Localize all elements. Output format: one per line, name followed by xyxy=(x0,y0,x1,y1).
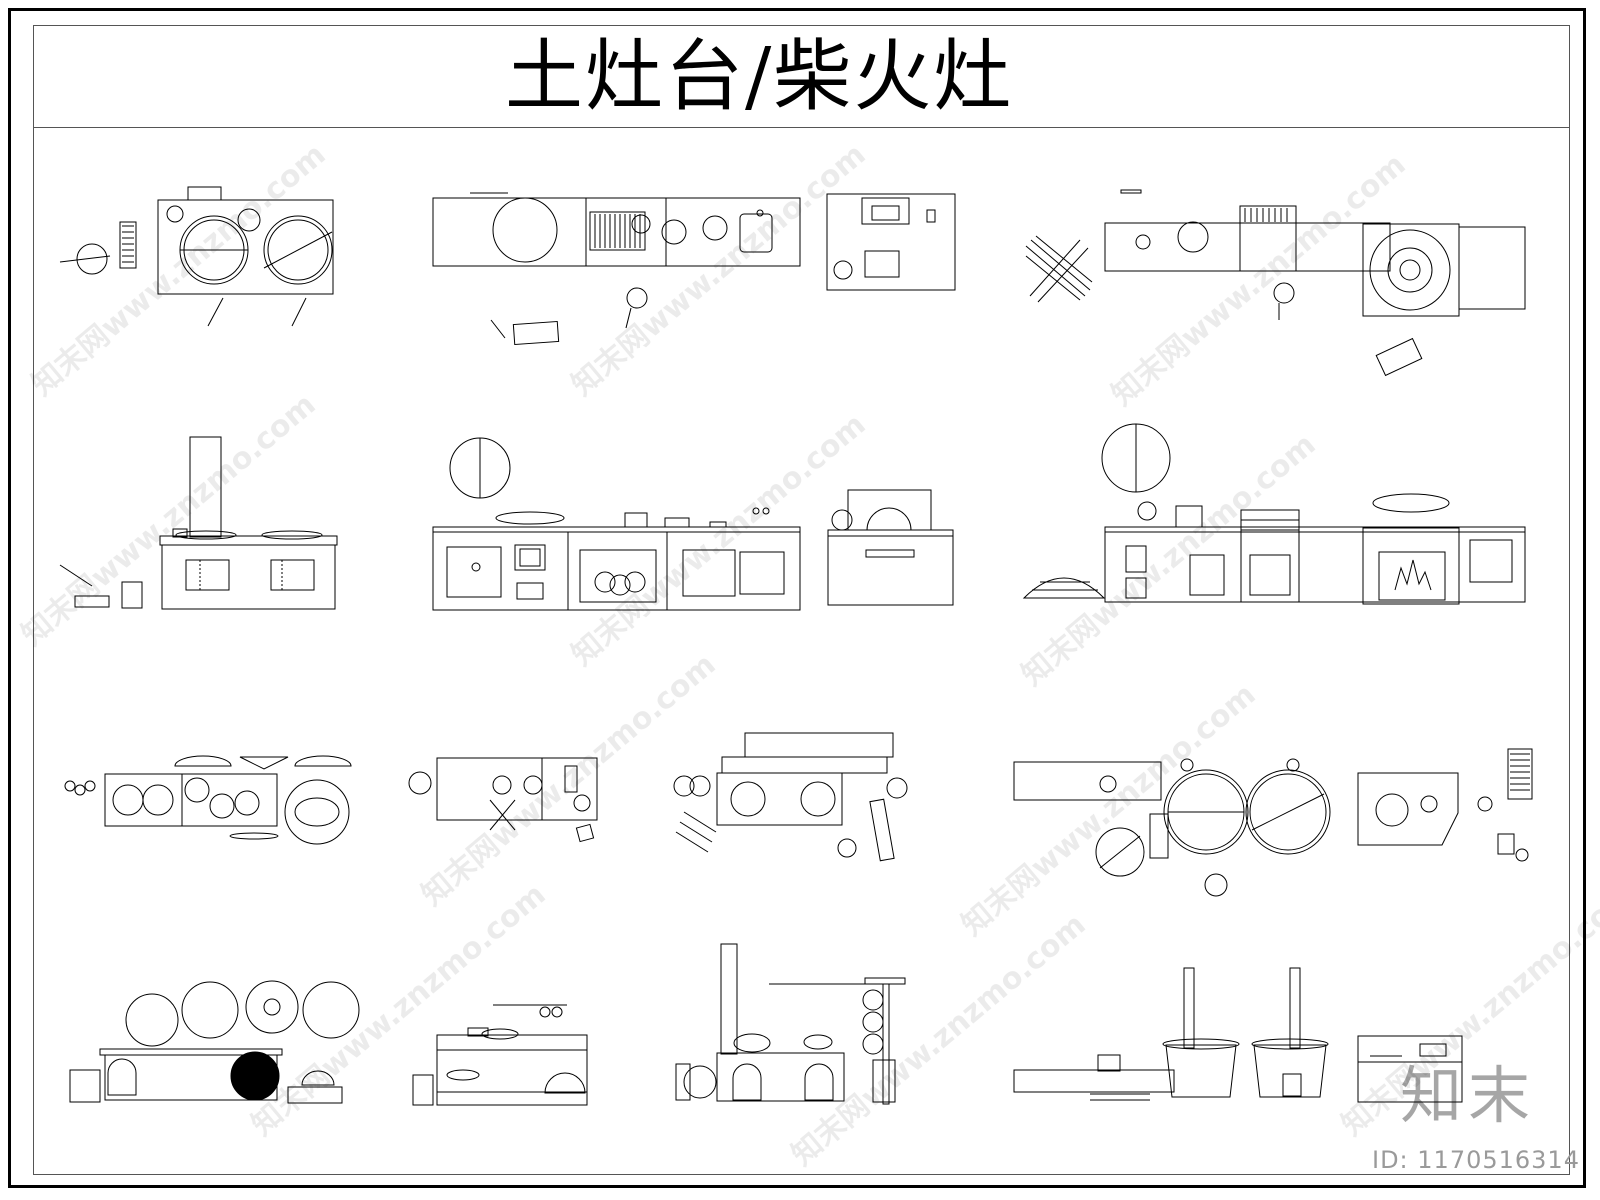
plan-compact-counter xyxy=(408,757,598,843)
page-title: 土灶台/柴火灶 xyxy=(505,32,1014,122)
plan-long-counter xyxy=(432,192,801,346)
elevation-round-rack-stove xyxy=(69,980,360,1104)
inner-frame xyxy=(33,25,1570,1175)
firewood-bundle-icon xyxy=(1025,235,1093,303)
elevation-shelf-counter xyxy=(412,1004,588,1106)
elevation-clay-pot-stoves xyxy=(1013,967,1329,1101)
image-id-label: ID: 1170516314 xyxy=(1372,1146,1580,1174)
elevation-long-counter xyxy=(432,437,801,611)
elevation-outdoor-kitchen xyxy=(1022,423,1526,605)
firewood-pile-icon xyxy=(1022,577,1106,599)
elevation-chimney-stove xyxy=(59,436,338,610)
elevation-oven-box xyxy=(827,489,954,606)
plan-corner-stove xyxy=(1357,748,1533,862)
znzmo-logo: 知末 xyxy=(1400,1059,1537,1132)
plan-big-wok-stove xyxy=(1013,758,1331,897)
plan-outdoor-kitchen xyxy=(1025,189,1526,377)
plan-multi-burner xyxy=(64,755,352,845)
plan-stove-double-wok xyxy=(59,186,334,327)
plan-two-pot-stove xyxy=(673,732,908,862)
elevation-tall-chimney-stove xyxy=(675,943,906,1105)
elevation-small-stove xyxy=(1357,1035,1463,1103)
outer-frame xyxy=(8,8,1586,1188)
title-bar xyxy=(33,25,1570,128)
plan-square-stove xyxy=(826,193,956,291)
